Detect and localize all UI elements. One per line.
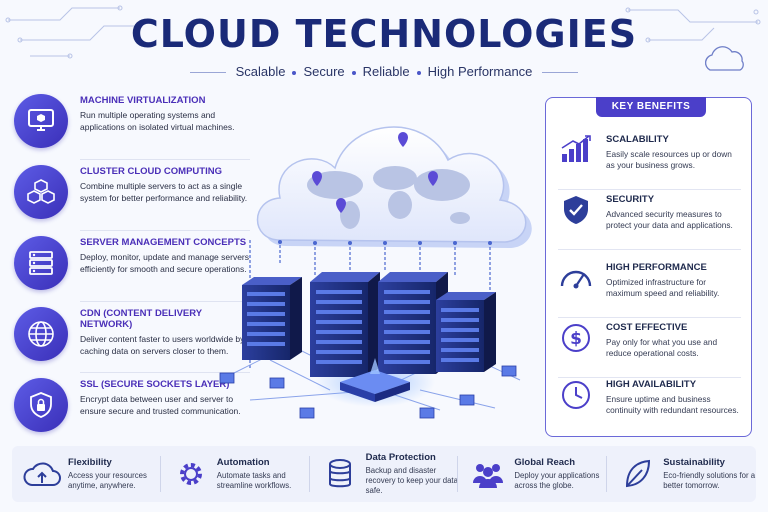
feature-desc: Run multiple operating systems and appli… — [80, 110, 235, 132]
benefit-desc: Advanced security measures to protect yo… — [606, 209, 733, 230]
growth-chart-icon — [546, 128, 606, 190]
stacked-cubes-icon — [14, 165, 68, 219]
network-hub — [340, 358, 410, 402]
server-rack-icon — [14, 236, 68, 290]
bottom-item-desc: Access your resources anytime, anywhere. — [68, 471, 147, 490]
bottom-item-title: Sustainability — [663, 457, 725, 468]
benefit-desc: Optimized infrastructure for maximum spe… — [606, 277, 720, 298]
feature-cluster-cloud-computing: CLUSTER CLOUD COMPUTING Combine multiple … — [14, 163, 254, 234]
feature-cdn: CDN (CONTENT DELIVERY NETWORK) Deliver co… — [14, 305, 254, 376]
benefit-title: HIGH AVAILABILITY — [606, 379, 697, 390]
benefit-title: SCALABILITY — [606, 134, 669, 145]
tagline-item: Scalable — [235, 64, 286, 79]
benefit-desc: Pay only for what you use and reduce ope… — [606, 337, 718, 358]
benefit-cost-effective: $ COST EFFECTIVE Pay only for what you us… — [546, 316, 753, 378]
page-title: CLOUD TECHNOLOGIES — [130, 12, 638, 56]
benefit-high-performance: HIGH PERFORMANCE Optimized infrastructure… — [546, 256, 753, 318]
database-icon — [320, 454, 360, 494]
feature-title: CDN (CONTENT DELIVERY NETWORK) — [80, 308, 202, 330]
benefit-desc: Ensure uptime and business continuity wi… — [606, 394, 739, 415]
feature-title: SERVER MANAGEMENT CONCEPTS — [80, 237, 247, 248]
server-rack-1 — [242, 277, 302, 360]
benefit-high-availability: HIGH AVAILABILITY Ensure uptime and busin… — [546, 373, 753, 435]
benefit-title: COST EFFECTIVE — [606, 322, 688, 333]
benefit-title: HIGH PERFORMANCE — [606, 262, 707, 273]
feature-title: MACHINE VIRTUALIZATION — [80, 95, 206, 106]
benefit-desc: Easily scale resources up or down as you… — [606, 149, 732, 170]
bottom-item-title: Automation — [216, 457, 270, 468]
feature-desc: Deliver content faster to users worldwid… — [80, 334, 245, 356]
bottom-item-desc: Eco-friendly solutions for a better tomo… — [663, 471, 756, 490]
bottom-item-title: Data Protection — [365, 452, 436, 463]
bottom-item-desc: Backup and disaster recovery to keep you… — [365, 466, 458, 495]
key-benefits-panel: KEY BENEFITS SCALABILITY Easily scale res… — [545, 97, 752, 437]
tagline: Scalable Secure Reliable High Performance — [0, 64, 768, 79]
users-icon — [468, 454, 508, 494]
cloud-datacenter-illustration — [219, 126, 532, 419]
bottom-item-desc: Automate tasks and streamline workflows. — [216, 471, 292, 490]
tagline-item: Secure — [303, 64, 345, 79]
feature-ssl: SSL (SECURE SOCKETS LAYER) Encrypt data b… — [14, 376, 254, 447]
clock-icon — [546, 373, 606, 435]
feature-server-management: SERVER MANAGEMENT CONCEPTS Deploy, monito… — [14, 234, 254, 305]
benefit-scalability: SCALABILITY Easily scale resources up or … — [546, 128, 753, 190]
monitor-cube-icon — [14, 94, 68, 148]
benefit-title: SECURITY — [606, 194, 655, 205]
tagline-item: High Performance — [427, 64, 533, 79]
circuit-lines-left — [5, 5, 143, 59]
shield-lock-icon — [14, 378, 68, 432]
feature-title: SSL (SECURE SOCKETS LAYER) — [80, 379, 230, 390]
bottom-item-title: Flexibility — [68, 457, 112, 468]
svg-text:$: $ — [570, 329, 582, 349]
benefit-security: SECURITY Advanced security measures to pr… — [546, 188, 753, 250]
dollar-icon: $ — [546, 316, 606, 378]
bottom-item-title: Global Reach — [514, 457, 576, 468]
small-cloud-icon — [704, 46, 744, 71]
cloud-upload-icon — [22, 454, 62, 494]
circuit-lines-right — [625, 7, 761, 71]
benefits-heading: KEY BENEFITS — [596, 97, 706, 117]
bottom-item-desc: Deploy your applications across the glob… — [514, 471, 600, 490]
feature-desc: Encrypt data between user and server to … — [80, 394, 241, 416]
feature-desc: Deploy, monitor, update and manage serve… — [80, 252, 249, 274]
leaf-icon — [617, 454, 657, 494]
feature-title: CLUSTER CLOUD COMPUTING — [80, 166, 222, 177]
gear-icon — [171, 454, 211, 494]
speedometer-icon — [546, 256, 606, 318]
feature-desc: Combine multiple servers to act as a sin… — [80, 181, 248, 203]
shield-check-icon — [546, 188, 606, 250]
tagline-item: Reliable — [362, 64, 410, 79]
feature-machine-virtualization: MACHINE VIRTUALIZATION Run multiple opera… — [14, 92, 254, 163]
location-pin-icon — [312, 132, 438, 213]
globe-icon — [14, 307, 68, 361]
feature-list: MACHINE VIRTUALIZATION Run multiple opera… — [14, 92, 254, 447]
